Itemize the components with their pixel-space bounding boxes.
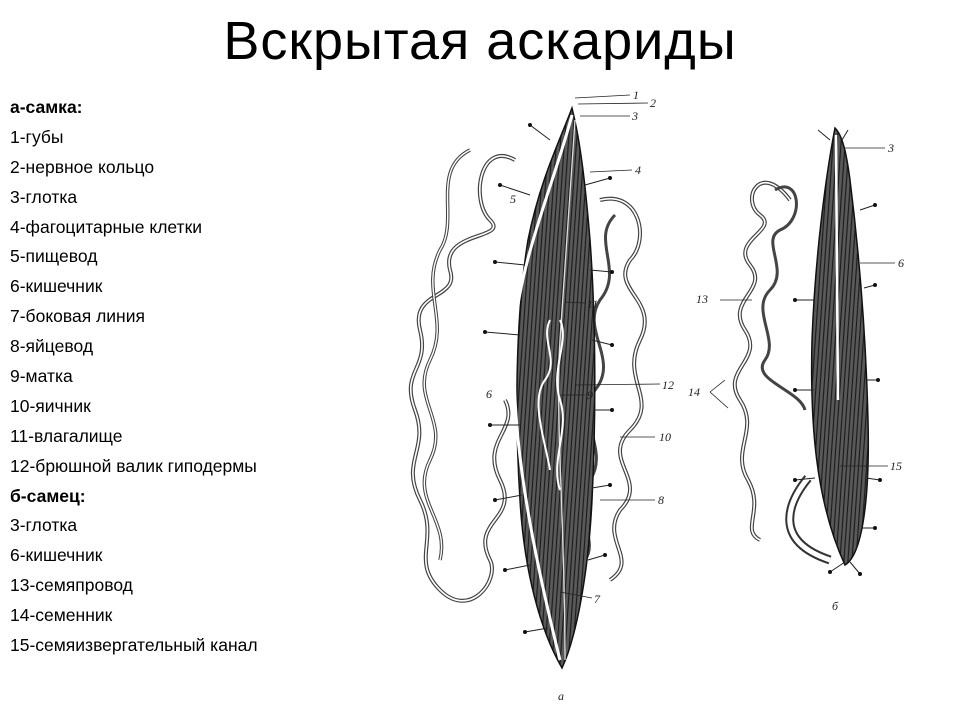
female-worm [408, 94, 661, 670]
male-intestine [834, 134, 840, 401]
female-figure-label: 5 [510, 192, 516, 206]
female-figure-letter: а [558, 689, 564, 703]
male-figure-label: 14 [688, 385, 700, 399]
legend-item: 7-боковая линия [10, 306, 145, 327]
legend-item: 8-яйцевод [10, 336, 94, 357]
female-ovary-coils-left [408, 154, 516, 603]
female-figure-label: 9 [587, 388, 593, 402]
female-figure-label: 1 [633, 88, 639, 102]
female-figure-label: 6 [486, 387, 492, 401]
legend-heading: а-самка: [10, 97, 83, 117]
legend-item: 2-нервное кольцо [10, 156, 155, 177]
legend-item: 15-семяизвергательный канал [10, 635, 258, 656]
legend-item: 13-семяпровод [10, 575, 133, 596]
female-figure-label: 11 [587, 297, 598, 311]
male-figure-letter: б [832, 599, 839, 613]
male-label-group: 3 6 13 14 15 [688, 141, 904, 473]
female-figure-label: 4 [635, 163, 641, 177]
male-figure-label: 15 [890, 459, 902, 473]
slide-title: Вскрытая аскариды [223, 11, 737, 71]
legend-item: 12-брюшной валик гиподермы [10, 455, 257, 476]
female-figure-label: 10 [659, 430, 671, 444]
female-body [516, 105, 596, 670]
legend-item: 10-яичник [10, 395, 91, 416]
legend-item: 6-кишечник [10, 545, 103, 566]
legend-item: 4-фагоцитарные клетки [10, 216, 203, 237]
legend-item: 14-семенник [10, 605, 113, 626]
female-intestine [512, 114, 574, 661]
legend-item: 3-глотка [10, 515, 78, 536]
female-figure-label: 2 [650, 96, 656, 110]
male-worm [709, 126, 895, 576]
legend-heading: б-самец: [10, 485, 86, 506]
female-uterus [537, 319, 564, 491]
male-body [810, 126, 870, 567]
male-figure-label: 3 [887, 141, 894, 155]
legend-item: 11-влагалище [10, 425, 123, 446]
legend-item: 5-пищевод [10, 246, 98, 267]
male-figure-label: 6 [898, 256, 904, 270]
female-figure-label: 7 [594, 592, 601, 606]
legend-item: 3-глотка [10, 186, 78, 207]
legend-item: 9-матка [10, 366, 73, 387]
female-figure-label: 8 [658, 493, 664, 507]
legend-item: 6-кишечник [10, 276, 103, 297]
legend-item: 1-губы [10, 126, 64, 147]
male-figure-label: 13 [696, 292, 708, 306]
female-figure-label: 12 [662, 378, 674, 392]
female-figure-label: 3 [631, 109, 638, 123]
legend-list: а-самка: 1-губы 2-нервное кольцо 3-глотка 4-… [10, 93, 330, 661]
